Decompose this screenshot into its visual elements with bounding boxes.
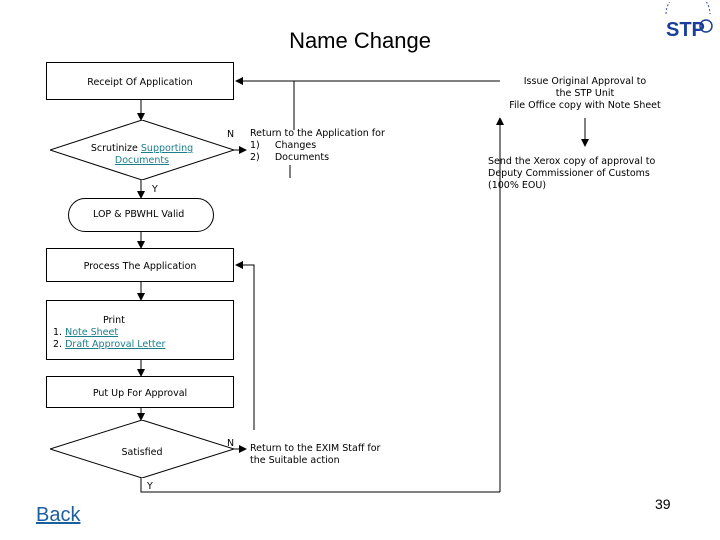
issue-line2: the STP Unit: [555, 88, 615, 99]
return1-line2: 1) Changes: [250, 140, 317, 151]
page-title: Name Change: [289, 28, 431, 53]
satisfied-label: Satisfied: [121, 447, 163, 458]
return1-line3: 2) Documents: [250, 152, 330, 163]
return1-line1: Return to the Application for: [250, 128, 385, 139]
putup-label: Put Up For Approval: [92, 388, 188, 399]
n-label-2: N: [227, 438, 235, 449]
satisfied-diamond: [50, 420, 234, 478]
lop-terminal: LOP & PBWHL Valid: [68, 198, 214, 232]
receipt-label: Receipt Of Application: [87, 77, 193, 88]
process-box: Process The Application: [46, 248, 234, 282]
issue-box: Issue Original Approval to the STP Unit …: [500, 76, 670, 118]
page-number: 39: [655, 496, 671, 512]
return2-box: Return to the EXIM Staff for the Suitabl…: [250, 443, 420, 467]
return2-line2: the Suitable action: [250, 455, 340, 466]
putup-box: Put Up For Approval: [46, 376, 234, 408]
svg-text:STP: STP: [666, 19, 705, 41]
scrutinize-prefix: Scrutinize: [90, 143, 141, 154]
y-label-1: Y: [152, 184, 158, 195]
print-box: Print 1. Note Sheet 2. Draft Approval Le…: [46, 300, 234, 360]
send-line1: Send the Xerox copy of approval to: [488, 156, 656, 167]
send-line3: (100% EOU): [488, 180, 547, 191]
stp-logo: STP: [660, 0, 716, 42]
lop-label: LOP & PBWHL Valid: [93, 209, 185, 220]
send-line2: Deputy Commissioner of Customs: [488, 168, 650, 179]
draft-approval-link[interactable]: Draft Approval Letter: [65, 339, 166, 350]
print-item1-num: 1.: [53, 327, 66, 338]
process-label: Process The Application: [83, 261, 197, 272]
print-item2-num: 2.: [53, 339, 66, 350]
scrutinize-label: Scrutinize Supporting Documents: [90, 143, 194, 167]
note-sheet-link[interactable]: Note Sheet: [65, 327, 119, 338]
return1-box: Return to the Application for 1) Changes…: [250, 128, 410, 164]
n-label-1: N: [227, 129, 235, 140]
scrutinize-diamond: [50, 120, 234, 180]
send-box: Send the Xerox copy of approval to Deput…: [488, 156, 688, 192]
y-label-2: Y: [147, 481, 153, 492]
supporting-link[interactable]: Supporting: [140, 143, 194, 154]
issue-line1: Issue Original Approval to: [523, 76, 647, 87]
receipt-box: Receipt Of Application: [46, 62, 234, 100]
issue-line3: File Office copy with Note Sheet: [509, 100, 661, 111]
return2-line1: Return to the EXIM Staff for: [250, 443, 381, 454]
documents-link[interactable]: Documents: [114, 155, 170, 166]
back-link[interactable]: Back: [36, 504, 81, 526]
print-title: Print: [103, 315, 125, 326]
